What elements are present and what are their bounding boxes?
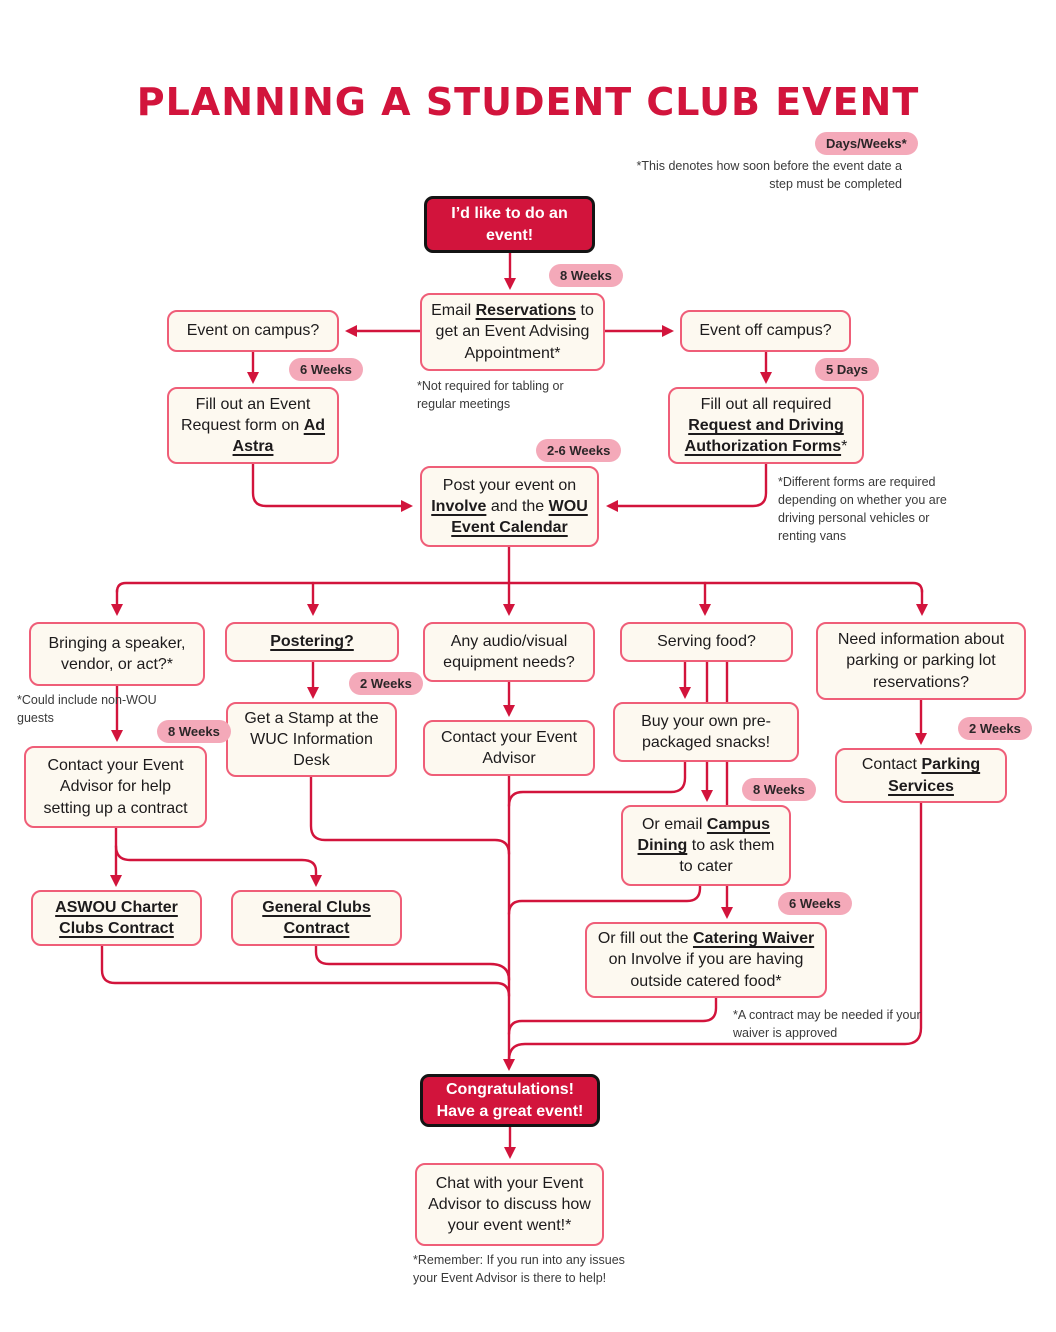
label-text: Bringing a speaker, vendor, or act?* xyxy=(48,634,186,673)
label-text: I’d like to do an event! xyxy=(451,205,568,244)
node-contact-event-advisor: Contact your Event Advisor xyxy=(423,720,595,776)
node-congratulations: Congratulations! Have a great event! xyxy=(420,1074,600,1127)
node-parking-question: Need information about parking or parkin… xyxy=(816,622,1026,700)
label-text: Serving food? xyxy=(657,633,756,651)
node-start: I’d like to do an event! xyxy=(424,196,595,253)
label-text: Or fill out the xyxy=(597,930,693,948)
node-parking-services: Contact Parking Services xyxy=(835,748,1007,803)
link-text[interactable]: Involve xyxy=(431,497,487,515)
label-text: Need information about parking or parkin… xyxy=(837,631,1005,691)
note-catering-waiver: *A contract may be needed if your waiver… xyxy=(733,1008,921,1041)
node-event-on-campus: Event on campus? xyxy=(167,310,339,352)
node-av-needs: Any audio/visual equipment needs? xyxy=(423,622,595,682)
note-speaker-vendor: *Could include non-WOU guests xyxy=(17,693,157,726)
label-text: to ask them to cater xyxy=(679,836,775,876)
link-text[interactable]: ASWOU Charter Clubs Contract xyxy=(55,898,178,937)
badge-email-reservations: 8 Weeks xyxy=(549,264,623,287)
link-text[interactable]: WOU Event Calendar xyxy=(451,497,588,537)
note-email-reservations: *Not required for tabling or regular mee… xyxy=(417,379,564,412)
link-text[interactable]: Request and Driving Authorization Forms xyxy=(684,416,844,456)
label-text: Fill out an Event Request form on xyxy=(180,395,311,434)
label-text: Email xyxy=(431,302,476,320)
label-text: Get a Stamp at the WUC Information Desk xyxy=(244,709,379,770)
label-text: Contact xyxy=(861,756,922,774)
link-text[interactable]: Reservations xyxy=(475,302,577,320)
label-text: Contact your Event Advisor for help sett… xyxy=(43,757,188,817)
label-text: Or email xyxy=(641,815,707,833)
legend-note: *This denotes how soon before the event … xyxy=(636,159,902,192)
label-text: Buy your own pre-packaged snacks! xyxy=(641,712,771,751)
node-general-clubs-contract: General Clubs Contract xyxy=(231,890,402,946)
label-text: Event on campus? xyxy=(186,322,320,340)
badge-catering-waiver: 6 Weeks xyxy=(778,892,852,915)
link-text[interactable]: General Clubs Contract xyxy=(262,898,371,937)
node-ad-astra-form: Fill out an Event Request form on Ad Ast… xyxy=(167,387,339,464)
link-text[interactable]: Catering Waiver xyxy=(692,930,815,948)
badge-postering: 2 Weeks xyxy=(349,672,423,695)
node-postering: Postering? xyxy=(225,622,399,662)
label-text: Congratulations! Have a great event! xyxy=(436,1081,584,1120)
link-text[interactable]: Campus Dining xyxy=(637,815,771,854)
node-campus-dining: Or email Campus Dining to ask them to ca… xyxy=(621,805,791,886)
label-text: * xyxy=(841,438,848,456)
node-aswou-contract: ASWOU Charter Clubs Contract xyxy=(31,890,202,946)
label-text: Fill out all required xyxy=(700,395,832,413)
node-speaker-vendor: Bringing a speaker, vendor, or act?* xyxy=(29,622,205,686)
label-text: Post your event on xyxy=(442,476,577,494)
node-catering-waiver: Or fill out the Catering Waiver on Invol… xyxy=(585,922,827,998)
badge-off-campus: 5 Days xyxy=(815,358,879,381)
label-text: Chat with your Event Advisor to discuss … xyxy=(428,1174,591,1235)
node-event-off-campus: Event off campus? xyxy=(680,310,851,352)
node-driving-forms: Fill out all required Request and Drivin… xyxy=(668,387,864,464)
node-advisor-contract-help: Contact your Event Advisor for help sett… xyxy=(24,746,207,828)
page-title: PLANNING A STUDENT CLUB EVENT xyxy=(136,80,920,124)
label-text: to get an Event Advising Appointment* xyxy=(435,302,594,362)
node-wuc-stamp: Get a Stamp at the WUC Information Desk xyxy=(226,702,397,777)
badge-parking: 2 Weeks xyxy=(958,717,1032,740)
label-text: Contact your Event Advisor xyxy=(440,728,578,767)
node-email-reservations: Email Reservations to get an Event Advis… xyxy=(420,293,605,371)
node-post-event: Post your event on Involve and the WOU E… xyxy=(420,466,599,547)
label-text: Any audio/visual equipment needs? xyxy=(443,632,575,671)
label-text: and the xyxy=(486,497,549,515)
badge-speaker-contract: 8 Weeks xyxy=(157,720,231,743)
link-text[interactable]: Parking Services xyxy=(888,756,981,795)
node-prepackaged-snacks: Buy your own pre-packaged snacks! xyxy=(613,702,799,762)
label-text: Event off campus? xyxy=(699,322,832,340)
node-serving-food: Serving food? xyxy=(620,622,793,662)
badge-on-campus: 6 Weeks xyxy=(289,358,363,381)
badge-post-event: 2-6 Weeks xyxy=(536,439,622,462)
link-text[interactable]: Ad Astra xyxy=(232,416,326,456)
note-chat-advisor: *Remember: If you run into any issues yo… xyxy=(413,1253,625,1286)
node-chat-advisor: Chat with your Event Advisor to discuss … xyxy=(415,1163,604,1246)
legend-badge: Days/Weeks* xyxy=(815,132,918,155)
link-text[interactable]: Postering? xyxy=(270,633,354,651)
badge-campus-dining: 8 Weeks xyxy=(742,778,816,801)
note-driving-forms: *Different forms are required depending … xyxy=(778,475,947,544)
label-text: on Involve if you are having outside cat… xyxy=(608,951,804,990)
